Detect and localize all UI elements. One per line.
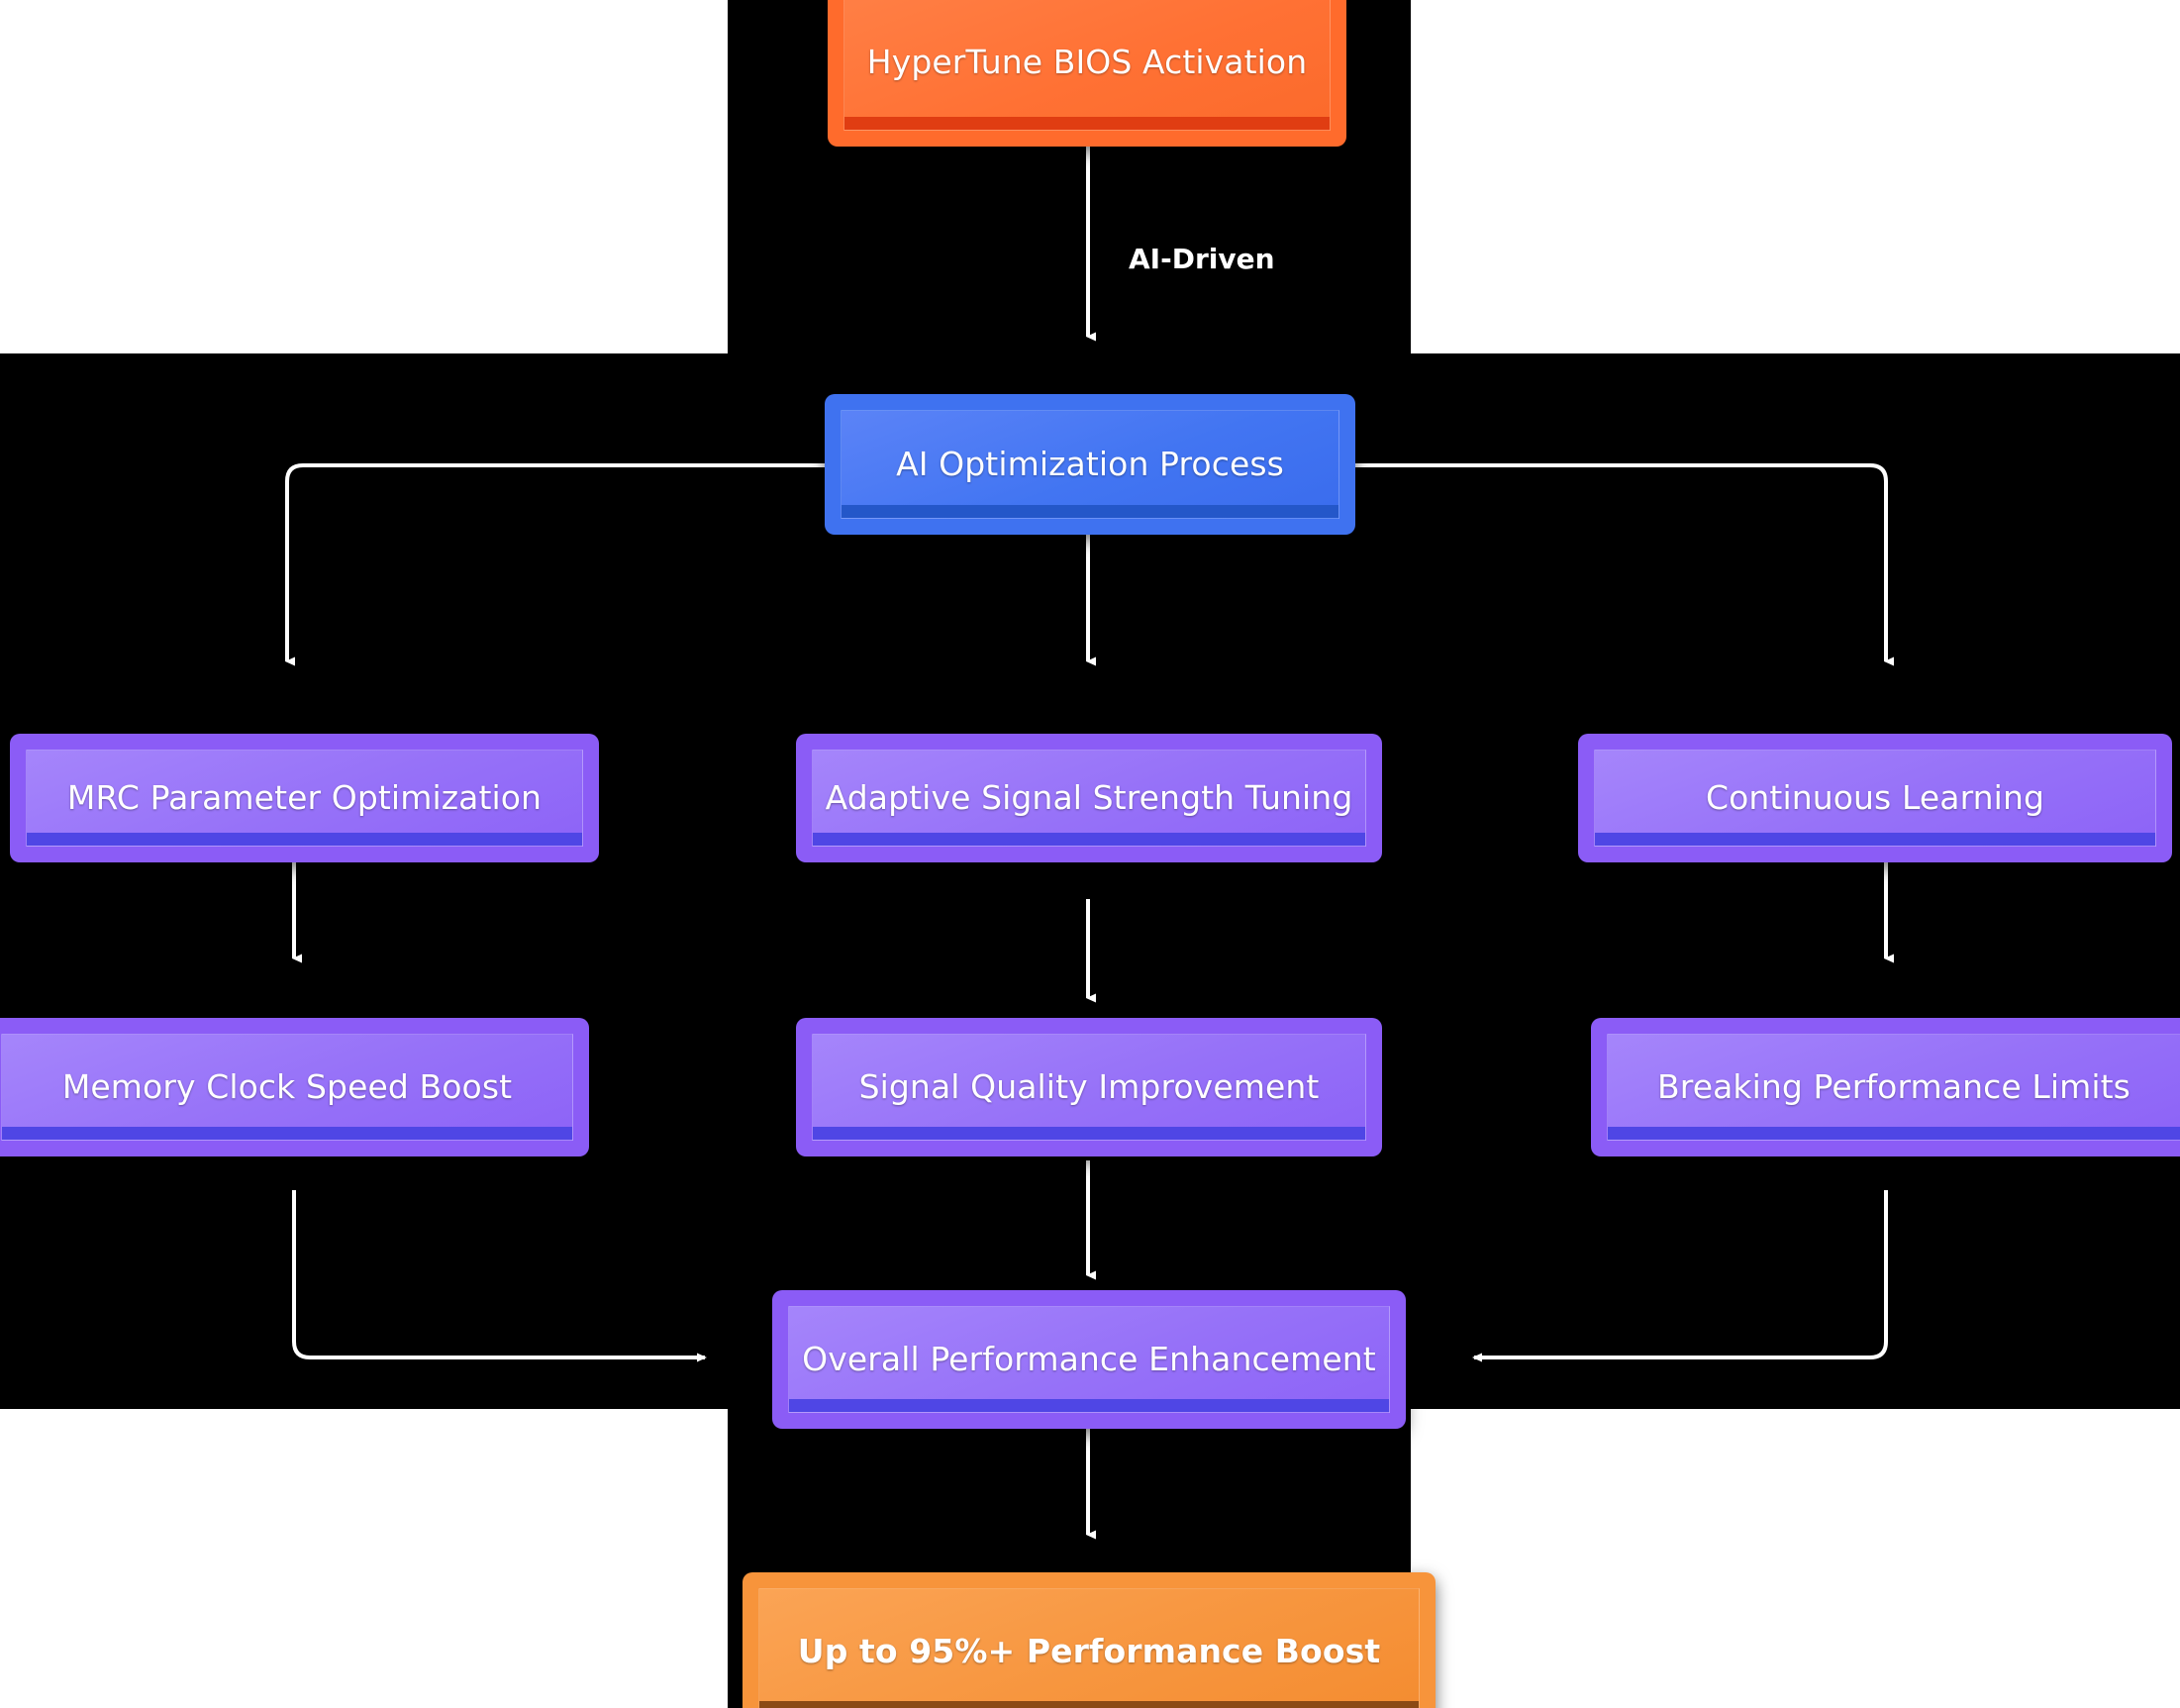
node-underbar bbox=[1595, 833, 2155, 846]
node-label: HyperTune BIOS Activation bbox=[866, 43, 1308, 82]
node-underbar bbox=[759, 1701, 1419, 1708]
node-inner: HyperTune BIOS Activation bbox=[843, 0, 1331, 131]
node-underbar bbox=[1608, 1127, 2180, 1140]
node-inner: Overall Performance Enhancement bbox=[788, 1306, 1390, 1413]
node-signal-quality-improvement[interactable]: Signal Quality Improvement bbox=[796, 1018, 1382, 1156]
edge-ai-to-continuous bbox=[1355, 463, 1894, 666]
node-ai-optimization-process[interactable]: AI Optimization Process bbox=[825, 394, 1355, 535]
node-hypertune-bios-activation[interactable]: HyperTune BIOS Activation bbox=[828, 0, 1346, 147]
node-label: Breaking Performance Limits bbox=[1657, 1067, 2130, 1107]
edge-breaking-to-overall bbox=[1472, 1190, 1888, 1362]
node-underbar bbox=[813, 833, 1365, 846]
node-label: AI Optimization Process bbox=[896, 445, 1284, 484]
node-inner: Signal Quality Improvement bbox=[812, 1034, 1366, 1141]
node-up-to-95-performance-boost[interactable]: Up to 95%+ Performance Boost bbox=[743, 1572, 1436, 1708]
edge-ai-to-mrc bbox=[285, 463, 825, 666]
node-inner: AI Optimization Process bbox=[841, 410, 1339, 519]
edge-memclock-to-overall bbox=[292, 1190, 707, 1362]
node-inner: Up to 95%+ Performance Boost bbox=[758, 1588, 1420, 1708]
node-adaptive-signal-strength-tuning[interactable]: Adaptive Signal Strength Tuning bbox=[796, 734, 1382, 862]
node-underbar bbox=[789, 1399, 1389, 1412]
node-inner: MRC Parameter Optimization bbox=[26, 750, 583, 847]
node-continuous-learning[interactable]: Continuous Learning bbox=[1578, 734, 2172, 862]
node-underbar bbox=[2, 1127, 572, 1140]
node-underbar bbox=[27, 833, 582, 846]
node-label: Overall Performance Enhancement bbox=[802, 1340, 1376, 1379]
node-memory-clock-speed-boost[interactable]: Memory Clock Speed Boost bbox=[0, 1018, 589, 1156]
node-inner: Breaking Performance Limits bbox=[1607, 1034, 2180, 1141]
node-inner: Memory Clock Speed Boost bbox=[1, 1034, 573, 1141]
node-underbar bbox=[813, 1127, 1365, 1140]
node-label: Up to 95%+ Performance Boost bbox=[797, 1632, 1381, 1671]
node-mrc-parameter-optimization[interactable]: MRC Parameter Optimization bbox=[10, 734, 599, 862]
node-label: Continuous Learning bbox=[1705, 778, 2045, 818]
node-label: Signal Quality Improvement bbox=[858, 1067, 1320, 1107]
node-underbar bbox=[844, 117, 1330, 130]
node-underbar bbox=[842, 505, 1338, 518]
node-inner: Adaptive Signal Strength Tuning bbox=[812, 750, 1366, 847]
node-inner: Continuous Learning bbox=[1594, 750, 2156, 847]
edge-label-ai-driven: AI-Driven bbox=[1129, 243, 1275, 275]
node-overall-performance-enhancement[interactable]: Overall Performance Enhancement bbox=[772, 1290, 1406, 1429]
node-label: Memory Clock Speed Boost bbox=[61, 1067, 513, 1107]
node-label: MRC Parameter Optimization bbox=[66, 778, 543, 818]
node-label: Adaptive Signal Strength Tuning bbox=[825, 778, 1353, 818]
node-breaking-performance-limits[interactable]: Breaking Performance Limits bbox=[1591, 1018, 2180, 1156]
